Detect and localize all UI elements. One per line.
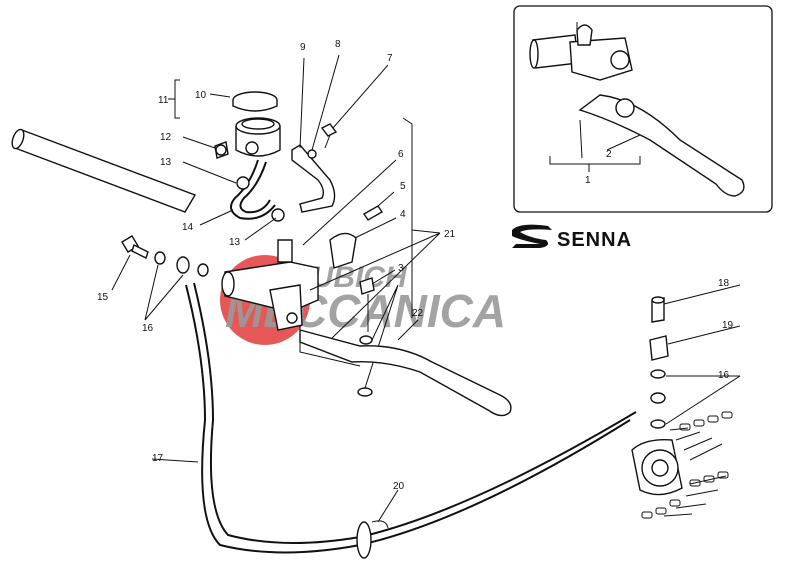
callout-17: 17 xyxy=(152,453,164,464)
washer-16-a xyxy=(154,251,166,265)
clutch-hose: 17 20 xyxy=(151,282,637,559)
bleeder-valve-19 xyxy=(649,335,669,361)
hose-clip-20 xyxy=(356,521,372,559)
callout-18: 18 xyxy=(718,278,730,289)
inset-lever-adjuster xyxy=(615,98,635,118)
callout-14: 14 xyxy=(182,222,194,233)
callout-19: 19 xyxy=(722,320,734,331)
callout-21: 21 xyxy=(444,229,456,240)
callout-10: 10 xyxy=(195,90,207,101)
callout-12: 12 xyxy=(160,132,172,143)
callout-4: 4 xyxy=(400,209,406,220)
cylinder-nozzle xyxy=(277,239,293,263)
washer-16-c xyxy=(650,369,666,379)
inset-master-cylinder xyxy=(569,37,633,81)
washer-16-d xyxy=(650,419,666,429)
callout-13-lower: 13 xyxy=(229,237,241,248)
banjo-fitting-slave xyxy=(650,392,666,404)
callout-7: 7 xyxy=(387,53,393,64)
reservoir-bracket xyxy=(291,144,336,213)
bracket-group: 9 8 7 xyxy=(291,39,393,213)
washer-8 xyxy=(307,149,317,159)
inset-banjo xyxy=(576,24,593,46)
inset-clamp xyxy=(610,50,630,70)
hose-clamp-lower xyxy=(271,208,285,222)
callout-9: 9 xyxy=(300,42,306,53)
slave-group: 18 19 16 xyxy=(631,278,741,519)
callout-16-left: 16 xyxy=(142,323,154,334)
callout-2: 2 xyxy=(606,149,612,160)
bolt-7 xyxy=(320,123,338,137)
callout-13-upper: 13 xyxy=(160,157,172,168)
senna-s-emblem xyxy=(512,224,552,248)
reservoir-group: 11 10 12 13 14 13 xyxy=(158,79,285,248)
sprocket-chain xyxy=(631,411,733,519)
washer-16-b xyxy=(197,263,209,277)
senna-logo: SENNA xyxy=(512,224,632,251)
callout-1: 1 xyxy=(585,175,591,186)
senna-logo-text: SENNA xyxy=(557,229,632,251)
callout-22: 22 xyxy=(412,308,424,319)
callout-3: 3 xyxy=(398,263,404,274)
bolt-5 xyxy=(363,205,383,221)
callout-11: 11 xyxy=(158,95,169,106)
banjo-fitting xyxy=(176,256,190,274)
callout-8: 8 xyxy=(335,39,341,50)
handlebar xyxy=(11,128,197,213)
pivot-bolt-3 xyxy=(359,277,375,295)
nut-3 xyxy=(357,387,373,397)
master-cylinder-group: 15 16 5 4 6 21 3 22 xyxy=(97,117,512,417)
clutch-lever xyxy=(299,329,512,417)
callout-5: 5 xyxy=(400,181,406,192)
callout-16-right: 16 xyxy=(718,370,730,381)
callout-15: 15 xyxy=(97,292,109,303)
callout-6: 6 xyxy=(398,149,404,160)
callout-20: 20 xyxy=(393,481,405,492)
inset-detail: 1 2 xyxy=(513,5,773,213)
clamp-4 xyxy=(329,232,357,269)
inset-handlebar-end xyxy=(529,39,539,69)
inset-lever xyxy=(578,94,745,197)
hose-clamp-upper xyxy=(236,176,250,190)
